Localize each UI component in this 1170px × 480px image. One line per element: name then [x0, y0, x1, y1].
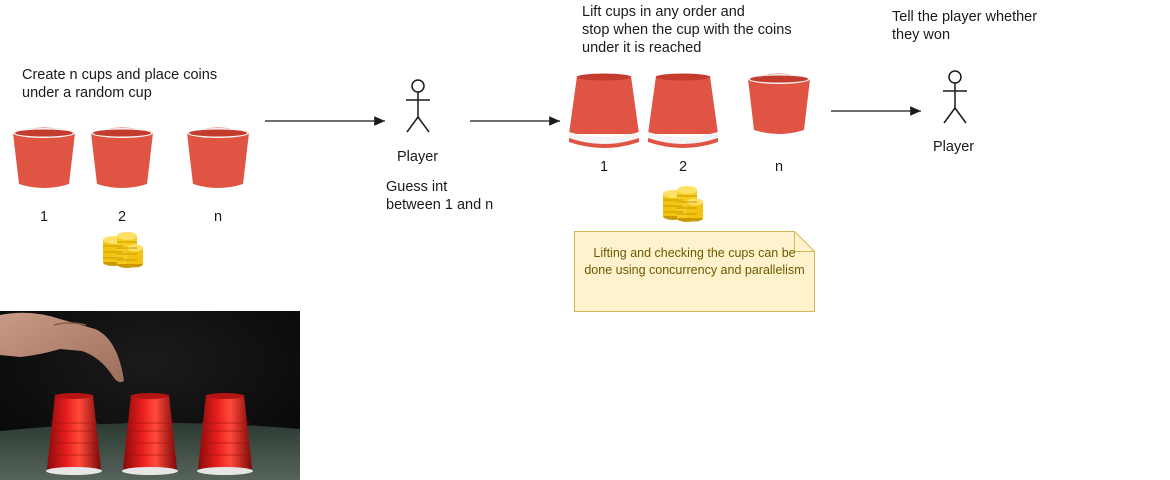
cup-label-n-right: n — [774, 159, 784, 175]
coins-left-icon — [102, 231, 144, 269]
step-tell-text: Tell the player whether they won — [892, 9, 1038, 43]
step-guess-text: Guess int between 1 and n — [386, 179, 494, 213]
step-create-text: Create n cups and place coins under a ra… — [22, 67, 218, 101]
note-box — [574, 231, 815, 312]
cups-game-photo — [0, 311, 300, 480]
player-2-label: Player — [933, 139, 975, 155]
cup-label-n-left: n — [213, 209, 223, 225]
cup-label-1-right: 1 — [599, 159, 609, 175]
coins-right-icon — [662, 185, 704, 223]
cup-n-left — [187, 127, 249, 188]
player-2-icon — [942, 70, 968, 124]
step-lift-text: Lift cups in any order and stop when the… — [582, 4, 792, 56]
cup-label-2-right: 2 — [678, 159, 688, 175]
note-text: Lifting and checking the cups can be don… — [584, 246, 805, 277]
cup-2-lifted — [648, 73, 718, 148]
cup-2-left — [91, 127, 153, 188]
cup-label-1-left: 1 — [39, 209, 49, 225]
cup-n-right — [748, 73, 810, 134]
cup-label-2-left: 2 — [117, 209, 127, 225]
cup-1-lifted — [569, 73, 639, 148]
player-1-label: Player — [397, 149, 439, 165]
cup-1-left — [13, 127, 75, 188]
player-1-icon — [405, 79, 431, 133]
